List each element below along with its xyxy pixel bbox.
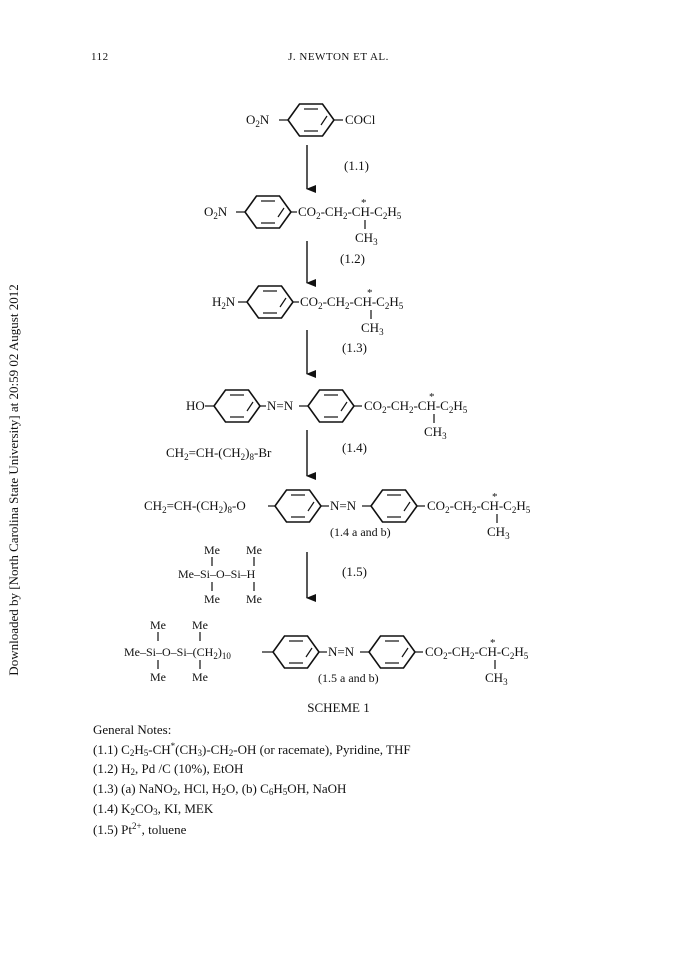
compound-1-nitro: O2N: [246, 112, 270, 129]
step-label-1-2: (1.2): [340, 251, 365, 266]
benzene-ring: [307, 389, 355, 423]
siloxane-methyl: Me: [192, 670, 208, 684]
siloxane-methyl: Me: [246, 592, 262, 606]
siloxane-methyl: Me: [204, 543, 220, 557]
chiral-star: *: [429, 391, 435, 403]
note-line-1-1: (1.1) C2H5-CH*(CH3)-CH2-OH (or racemate)…: [93, 741, 411, 758]
benzene-ring: [244, 195, 292, 229]
chiral-star: *: [492, 491, 498, 503]
note-line-1-3: (1.3) (a) NaNO2, HCl, H2O, (b) C6H5OH, N…: [93, 781, 347, 797]
compound-6-siloxane: Me–Si–O–Si–(CH2)10: [124, 645, 231, 661]
reagent-alkyl-bromide: CH2=CH-(CH2)8-Br: [166, 445, 272, 462]
azo-linkage: N=N: [328, 644, 355, 659]
step-label-1-4: (1.4): [342, 440, 367, 455]
note-line-1-4: (1.4) K2CO3, KI, MEK: [93, 801, 214, 817]
siloxane-methyl: Me: [246, 543, 262, 557]
compound-6-ester: CO2-CH2-CH-C2H5: [425, 644, 529, 661]
notes-title: General Notes:: [93, 722, 172, 737]
step-label-1-5: (1.5): [342, 564, 367, 579]
methyl-branch: CH3: [485, 670, 508, 687]
compound-6: Me Me Me–Si–O–Si–(CH2)10 Me Me N=N CO2-C…: [124, 618, 529, 687]
azo-linkage: N=N: [330, 498, 357, 513]
benzene-ring: [274, 489, 322, 523]
compound-4-ester: CO2-CH2-CH-C2H5: [364, 398, 468, 415]
compound-4: HO N=N CO2-CH2-CH-C2H5 * CH3: [186, 389, 468, 441]
siloxane-methyl: Me: [192, 618, 208, 632]
methyl-branch: CH3: [355, 230, 378, 247]
page-number: 112: [91, 51, 109, 63]
benzene-ring: [213, 389, 261, 423]
step-label-1-1: (1.1): [344, 158, 369, 173]
compound-2: O2N CO2-CH2-CH-C2H5 * CH3: [204, 195, 402, 247]
compound-1: O2N COCl: [246, 103, 376, 137]
compound-3-amine: H2N: [212, 294, 236, 311]
methyl-branch: CH3: [361, 320, 384, 337]
compound-2-nitro: O2N: [204, 204, 228, 221]
chiral-star: *: [361, 197, 367, 209]
compound-5: CH2=CH-(CH2)8-O N=N CO2-CH2-CH-C2H5 * CH…: [144, 489, 531, 541]
methyl-branch: CH3: [487, 524, 510, 541]
chiral-star: *: [490, 637, 496, 649]
benzene-ring: [272, 635, 320, 669]
compound-6-label: (1.5 a and b): [318, 671, 379, 685]
step-label-1-3: (1.3): [342, 340, 367, 355]
compound-4-hydroxy: HO: [186, 398, 205, 413]
siloxane-methyl: Me: [150, 670, 166, 684]
scheme-caption: SCHEME 1: [307, 700, 370, 715]
siloxane-methyl: Me: [150, 618, 166, 632]
note-line-1-5: (1.5) Pt2+, toluene: [93, 821, 187, 837]
compound-1-acyl-chloride: COCl: [345, 112, 376, 127]
compound-5-ester: CO2-CH2-CH-C2H5: [427, 498, 531, 515]
compound-5-alkenyloxy: CH2=CH-(CH2)8-O: [144, 498, 246, 515]
benzene-ring: [246, 285, 294, 319]
compound-3: H2N CO2-CH2-CH-C2H5 * CH3: [212, 285, 404, 337]
note-line-1-2: (1.2) H2, Pd /C (10%), EtOH: [93, 761, 244, 777]
siloxane-reagent: Me Me Me–Si–O–Si–H Me Me: [178, 543, 262, 606]
chiral-star: *: [367, 287, 373, 299]
methyl-branch: CH3: [424, 424, 447, 441]
compound-2-ester: CO2-CH2-CH-C2H5: [298, 204, 402, 221]
siloxane-methyl: Me: [204, 592, 220, 606]
azo-linkage: N=N: [267, 398, 294, 413]
benzene-ring: [370, 489, 418, 523]
benzene-ring: [368, 635, 416, 669]
reaction-scheme: O2N COCl (1.1) O2N CO2-CH2-CH-C2H5 * CH3…: [124, 103, 531, 687]
siloxane-backbone: Me–Si–O–Si–H: [178, 567, 256, 581]
compound-3-ester: CO2-CH2-CH-C2H5: [300, 294, 404, 311]
running-head: J. NEWTON ET AL.: [288, 51, 389, 63]
benzene-ring: [287, 103, 335, 137]
compound-5-label: (1.4 a and b): [330, 525, 391, 539]
